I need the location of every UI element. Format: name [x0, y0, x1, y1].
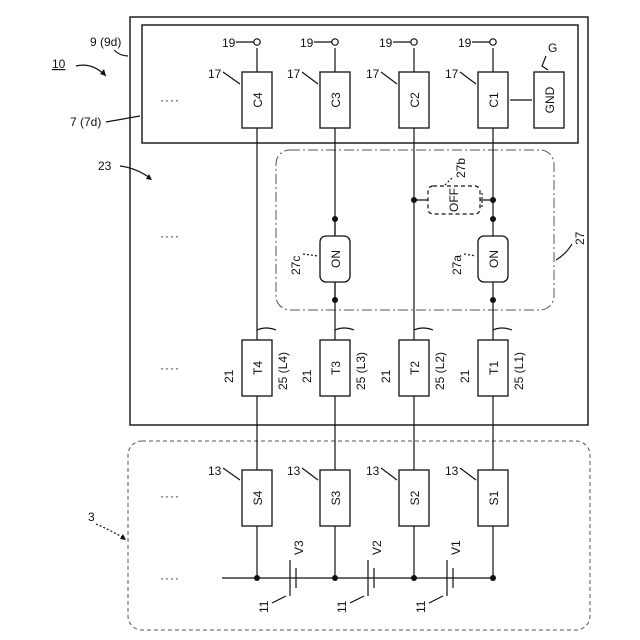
battery-block-boundary [128, 441, 590, 630]
switch-ellipsis: ···· [160, 229, 180, 243]
controller-box-ref: 7 (7d) [70, 115, 101, 129]
capacitor-ref-3: 17 [287, 67, 301, 81]
device-ref: 10 [52, 57, 66, 71]
terminal-ref-3: 19 [300, 36, 314, 50]
sensor-ref-2: 13 [366, 464, 380, 478]
battery-cells: V3 V2 V1 11 11 11 ···· [160, 540, 496, 613]
switch-27b-ref: 27b [454, 158, 468, 178]
terminal-1 [490, 39, 496, 45]
transformer-ellipsis: ···· [160, 361, 180, 375]
terminal-4 [254, 39, 260, 45]
switch-unit-ref: 27 [573, 231, 587, 245]
transformer-t4-label: T4 [251, 361, 265, 375]
terminals: 19 19 19 19 [222, 36, 496, 50]
ground-ref: G [548, 41, 557, 55]
switches: ON ON OFF 27b 27a 27c 27 ···· [160, 158, 587, 303]
transformer-t1-label: T1 [487, 361, 501, 375]
sensor-ellipsis: ···· [160, 489, 180, 503]
capacitor-c3-label: C3 [329, 92, 343, 108]
capacitor-ref-2: 17 [366, 67, 380, 81]
cell-ref-2: 11 [335, 600, 349, 613]
line-l1-label: 25 (L1) [512, 352, 526, 390]
line-l3-label: 25 (L3) [354, 352, 368, 390]
controller-ellipsis: ···· [160, 93, 180, 107]
controller-box [142, 25, 578, 143]
switch-27b-state: OFF [447, 188, 461, 212]
battery-block-ref: 3 [88, 510, 95, 524]
sensor-s2-label: S2 [408, 490, 422, 505]
transformer-ref-3: 21 [300, 369, 314, 383]
cell-v1-label: V1 [449, 540, 463, 555]
terminal-2 [411, 39, 417, 45]
capacitor-ref-4: 17 [208, 67, 222, 81]
channel-wires [257, 48, 493, 578]
ground-label: GND [543, 86, 557, 113]
transformer-ref-4: 21 [222, 369, 236, 383]
sensor-row: S4 S3 S2 S1 13 13 13 13 ···· [160, 464, 508, 526]
terminal-3 [332, 39, 338, 45]
capacitor-ref-1: 17 [445, 67, 459, 81]
cell-v3-label: V3 [292, 540, 306, 555]
sensor-s1-label: S1 [487, 490, 501, 505]
switch-27c-state: ON [329, 250, 343, 268]
capacitor-c4-label: C4 [251, 92, 265, 108]
terminal-ref-2: 19 [379, 36, 393, 50]
transformer-t3-label: T3 [329, 361, 343, 375]
reference-labels: 10 9 (9d) 7 (7d) 23 3 [52, 35, 152, 540]
cell-ref-3: 11 [257, 600, 271, 613]
line-l4-label: 25 (L4) [276, 352, 290, 390]
sensor-ref-3: 13 [287, 464, 301, 478]
sensor-s3-label: S3 [329, 490, 343, 505]
transformer-row: T4 T3 T2 T1 21 21 21 21 25 (L4) 25 (L3) … [160, 328, 526, 396]
capacitor-c1-label: C1 [487, 92, 501, 108]
capacitor-row: C4 C3 C2 C1 GND 17 17 17 17 G ···· [160, 41, 564, 128]
sensor-ref-1: 13 [445, 464, 459, 478]
switch-unit-boundary [276, 150, 554, 310]
cell-v2-label: V2 [370, 540, 384, 555]
terminal-ref-4: 19 [222, 36, 236, 50]
module-frame-ref: 9 (9d) [90, 35, 121, 49]
cell-ref-1: 11 [414, 600, 428, 613]
transformer-ref-2: 21 [379, 369, 393, 383]
switch-27a-state: ON [487, 250, 501, 268]
terminal-ref-1: 19 [458, 36, 472, 50]
sensor-s4-label: S4 [251, 490, 265, 505]
transformer-ref-1: 21 [458, 369, 472, 383]
switch-27c-ref: 27c [289, 256, 303, 275]
cell-ellipsis: ···· [160, 571, 180, 585]
transformer-t2-label: T2 [408, 361, 422, 375]
line-l2-label: 25 (L2) [433, 352, 447, 390]
capacitor-c2-label: C2 [408, 92, 422, 108]
switch-27a-ref: 27a [450, 255, 464, 275]
switch-block-ref: 23 [98, 159, 112, 173]
sensor-ref-4: 13 [208, 464, 222, 478]
